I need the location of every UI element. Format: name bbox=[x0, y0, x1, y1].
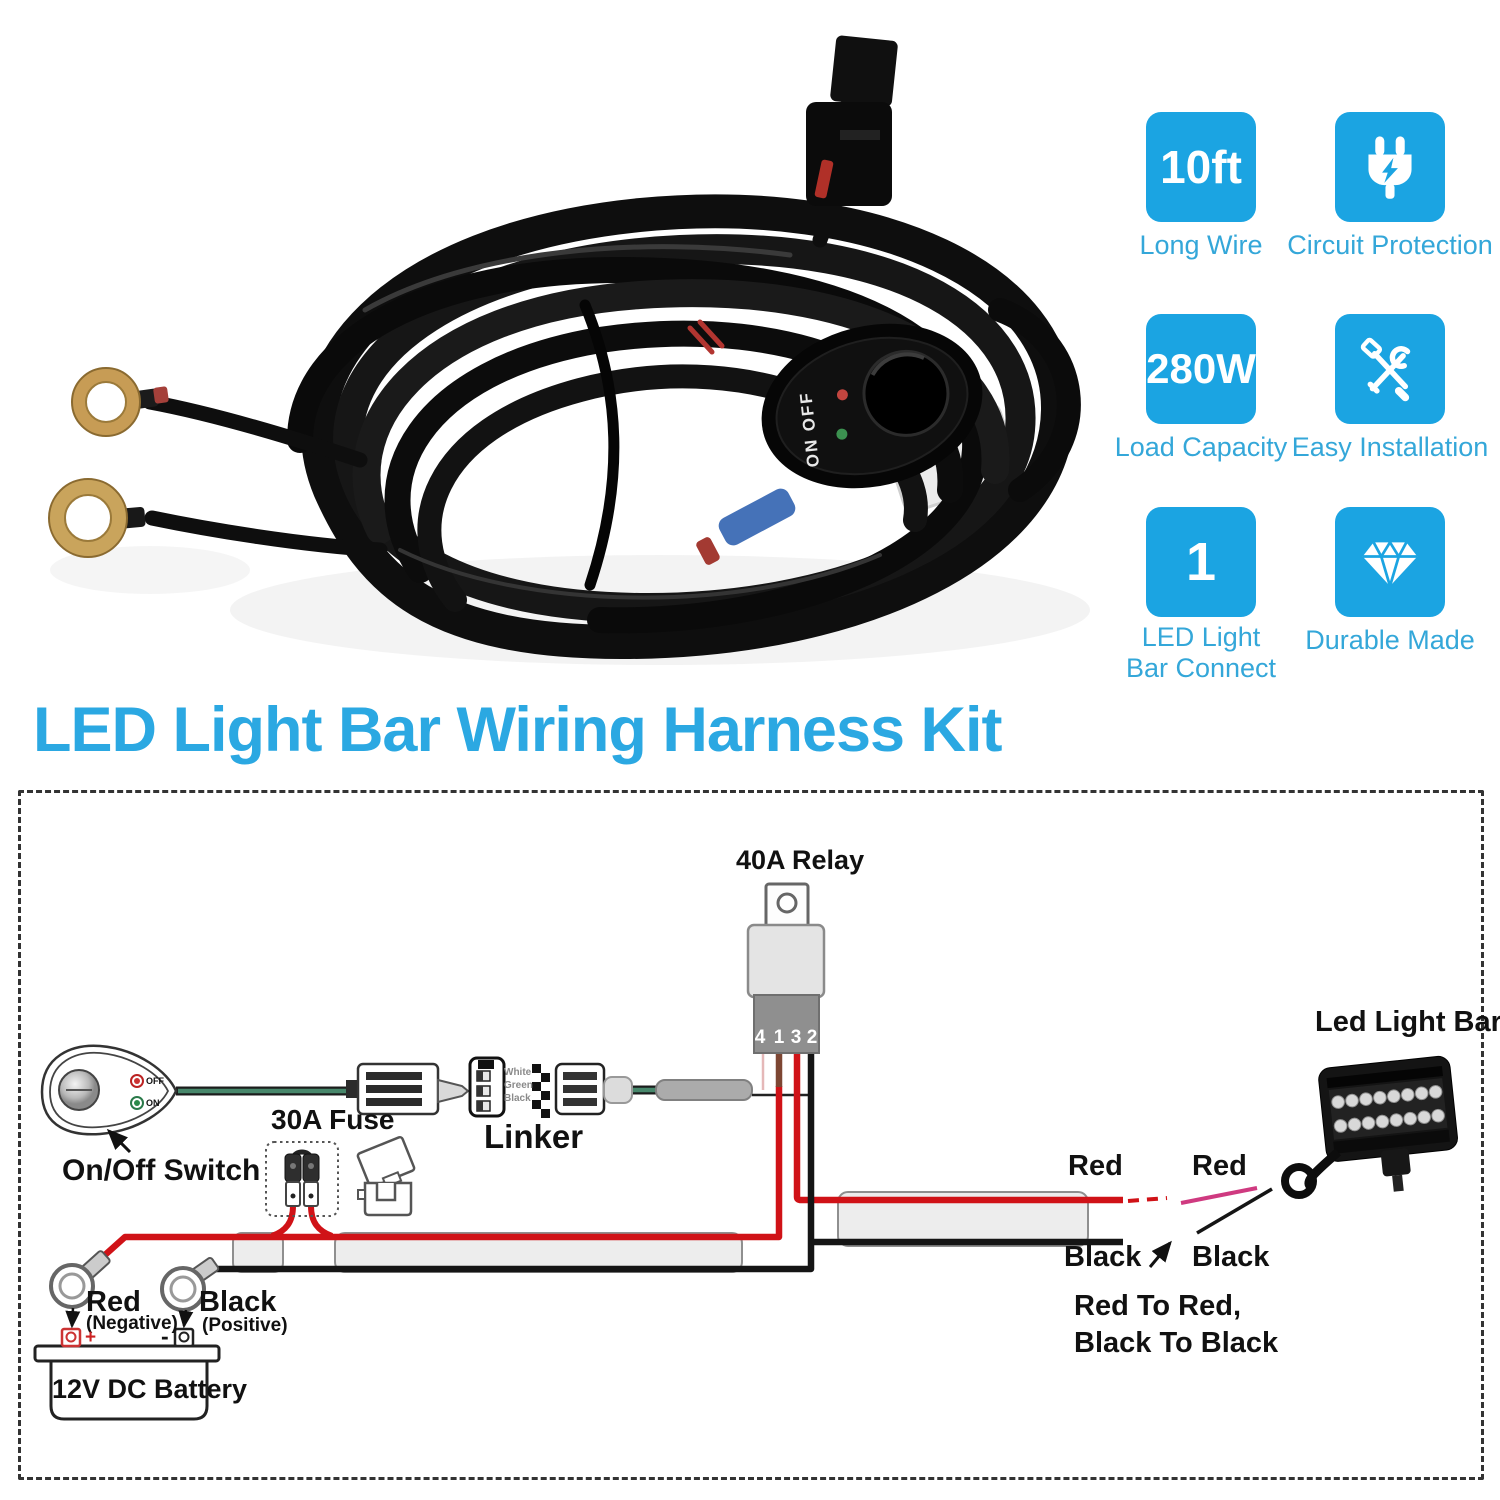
linker-label: Linker bbox=[484, 1118, 584, 1155]
feature-caption: Circuit Protection bbox=[1287, 230, 1493, 260]
feature-caption: Long Wire bbox=[1139, 230, 1263, 260]
battery-minus-sign: - bbox=[161, 1323, 169, 1349]
tile-led-connect: 1 bbox=[1146, 507, 1256, 617]
feature-caption: Load Capacity bbox=[1114, 432, 1288, 462]
ring-arrow-black bbox=[178, 1309, 194, 1329]
fuse-wire-right bbox=[308, 1205, 334, 1239]
page-title: LED Light Bar Wiring Harness Kit bbox=[33, 695, 1003, 765]
tile-badge: 10ft bbox=[1160, 141, 1242, 193]
battery-plus-sign: + bbox=[85, 1327, 97, 1348]
battery-red-sub: (Negative) bbox=[86, 1313, 178, 1334]
linker-wire-color: Black bbox=[504, 1093, 531, 1104]
switch-label: On/Off Switch bbox=[62, 1154, 261, 1187]
relay bbox=[746, 882, 826, 1054]
battery-black-label: Black bbox=[199, 1286, 277, 1318]
battery-red-label: Red bbox=[86, 1286, 141, 1318]
fuse-assembly bbox=[265, 1141, 339, 1217]
fuse-holder-in-photo bbox=[696, 488, 796, 565]
diagram-border bbox=[18, 790, 1484, 1480]
conn-red-right: Red bbox=[1192, 1150, 1247, 1182]
relay-pin: 2 bbox=[806, 1027, 818, 1048]
red-output-wire bbox=[793, 1053, 1123, 1204]
conn-black-right: Black bbox=[1192, 1241, 1270, 1273]
conn-red-left: Red bbox=[1068, 1150, 1123, 1182]
tile-badge: 1 bbox=[1185, 532, 1217, 592]
switch-in-photo: ON OFF bbox=[761, 323, 983, 489]
tile-circuit-protection bbox=[1335, 112, 1445, 222]
led-off bbox=[134, 1078, 140, 1084]
linker-connectors bbox=[468, 1056, 633, 1118]
lightbar-label: Led Light Bar bbox=[1315, 1006, 1500, 1038]
fuse-label: 30A Fuse bbox=[271, 1104, 395, 1135]
fuse-cover bbox=[356, 1135, 416, 1217]
switch-off-label: OFF bbox=[146, 1076, 164, 1086]
battery-label: 12V DC Battery bbox=[52, 1374, 248, 1404]
linker-wire-color: Green bbox=[504, 1080, 533, 1091]
tile-load-capacity: 280W bbox=[1146, 314, 1256, 424]
wire-sleeves bbox=[232, 1191, 1089, 1273]
switch-button-photo bbox=[862, 349, 950, 437]
tile-durable-made bbox=[1335, 507, 1445, 617]
ring-arrow-red bbox=[65, 1307, 81, 1329]
battery-black-sub: (Positive) bbox=[202, 1315, 288, 1336]
battery bbox=[33, 1327, 221, 1421]
connection-note-2: Black To Black bbox=[1074, 1327, 1279, 1359]
diamond-icon bbox=[1362, 539, 1418, 587]
spade-connectors bbox=[346, 1062, 470, 1116]
red-wire-accents bbox=[687, 319, 725, 355]
tools-icon bbox=[1360, 337, 1411, 402]
red-dashed-connection bbox=[1127, 1196, 1168, 1203]
led-green-photo bbox=[836, 428, 848, 440]
pigtail-loop bbox=[1281, 1163, 1317, 1199]
feature-caption: Easy Installation bbox=[1291, 432, 1489, 462]
tile-badge: 280W bbox=[1146, 345, 1256, 392]
led-on bbox=[134, 1100, 140, 1106]
connection-note-1: Red To Red, bbox=[1074, 1290, 1242, 1322]
junction-arrow bbox=[1148, 1240, 1172, 1268]
relay-pin: 1 bbox=[773, 1027, 785, 1048]
fuse-wire-left bbox=[270, 1205, 296, 1239]
linker-wire-color: White bbox=[504, 1067, 532, 1078]
feature-caption: LED Light Bar Connect bbox=[1125, 622, 1277, 683]
plug-icon bbox=[1368, 136, 1412, 199]
switch-arrow bbox=[106, 1128, 132, 1154]
ring-terminals-photo bbox=[48, 367, 169, 558]
lightbar-red-lead bbox=[1180, 1186, 1258, 1205]
connector-plug-photo bbox=[806, 35, 898, 206]
conn-black-left: Black bbox=[1064, 1241, 1142, 1273]
relay-label: 40A Relay bbox=[736, 845, 865, 875]
switch-on-label: ON bbox=[146, 1098, 160, 1108]
led-red-photo bbox=[836, 389, 848, 401]
feature-caption: Durable Made bbox=[1305, 625, 1475, 655]
ring-terminals bbox=[49, 1250, 220, 1312]
led-light-bar bbox=[1318, 1055, 1458, 1192]
tile-long-wire: 10ft bbox=[1146, 112, 1256, 222]
onoff-switch bbox=[40, 1044, 178, 1136]
relay-pin: 4 bbox=[754, 1027, 766, 1048]
harness-photo: ON OFF bbox=[48, 35, 1090, 665]
relay-pin: 3 bbox=[790, 1027, 802, 1048]
tile-easy-installation bbox=[1335, 314, 1445, 424]
lightbar-black-lead bbox=[1196, 1187, 1273, 1235]
